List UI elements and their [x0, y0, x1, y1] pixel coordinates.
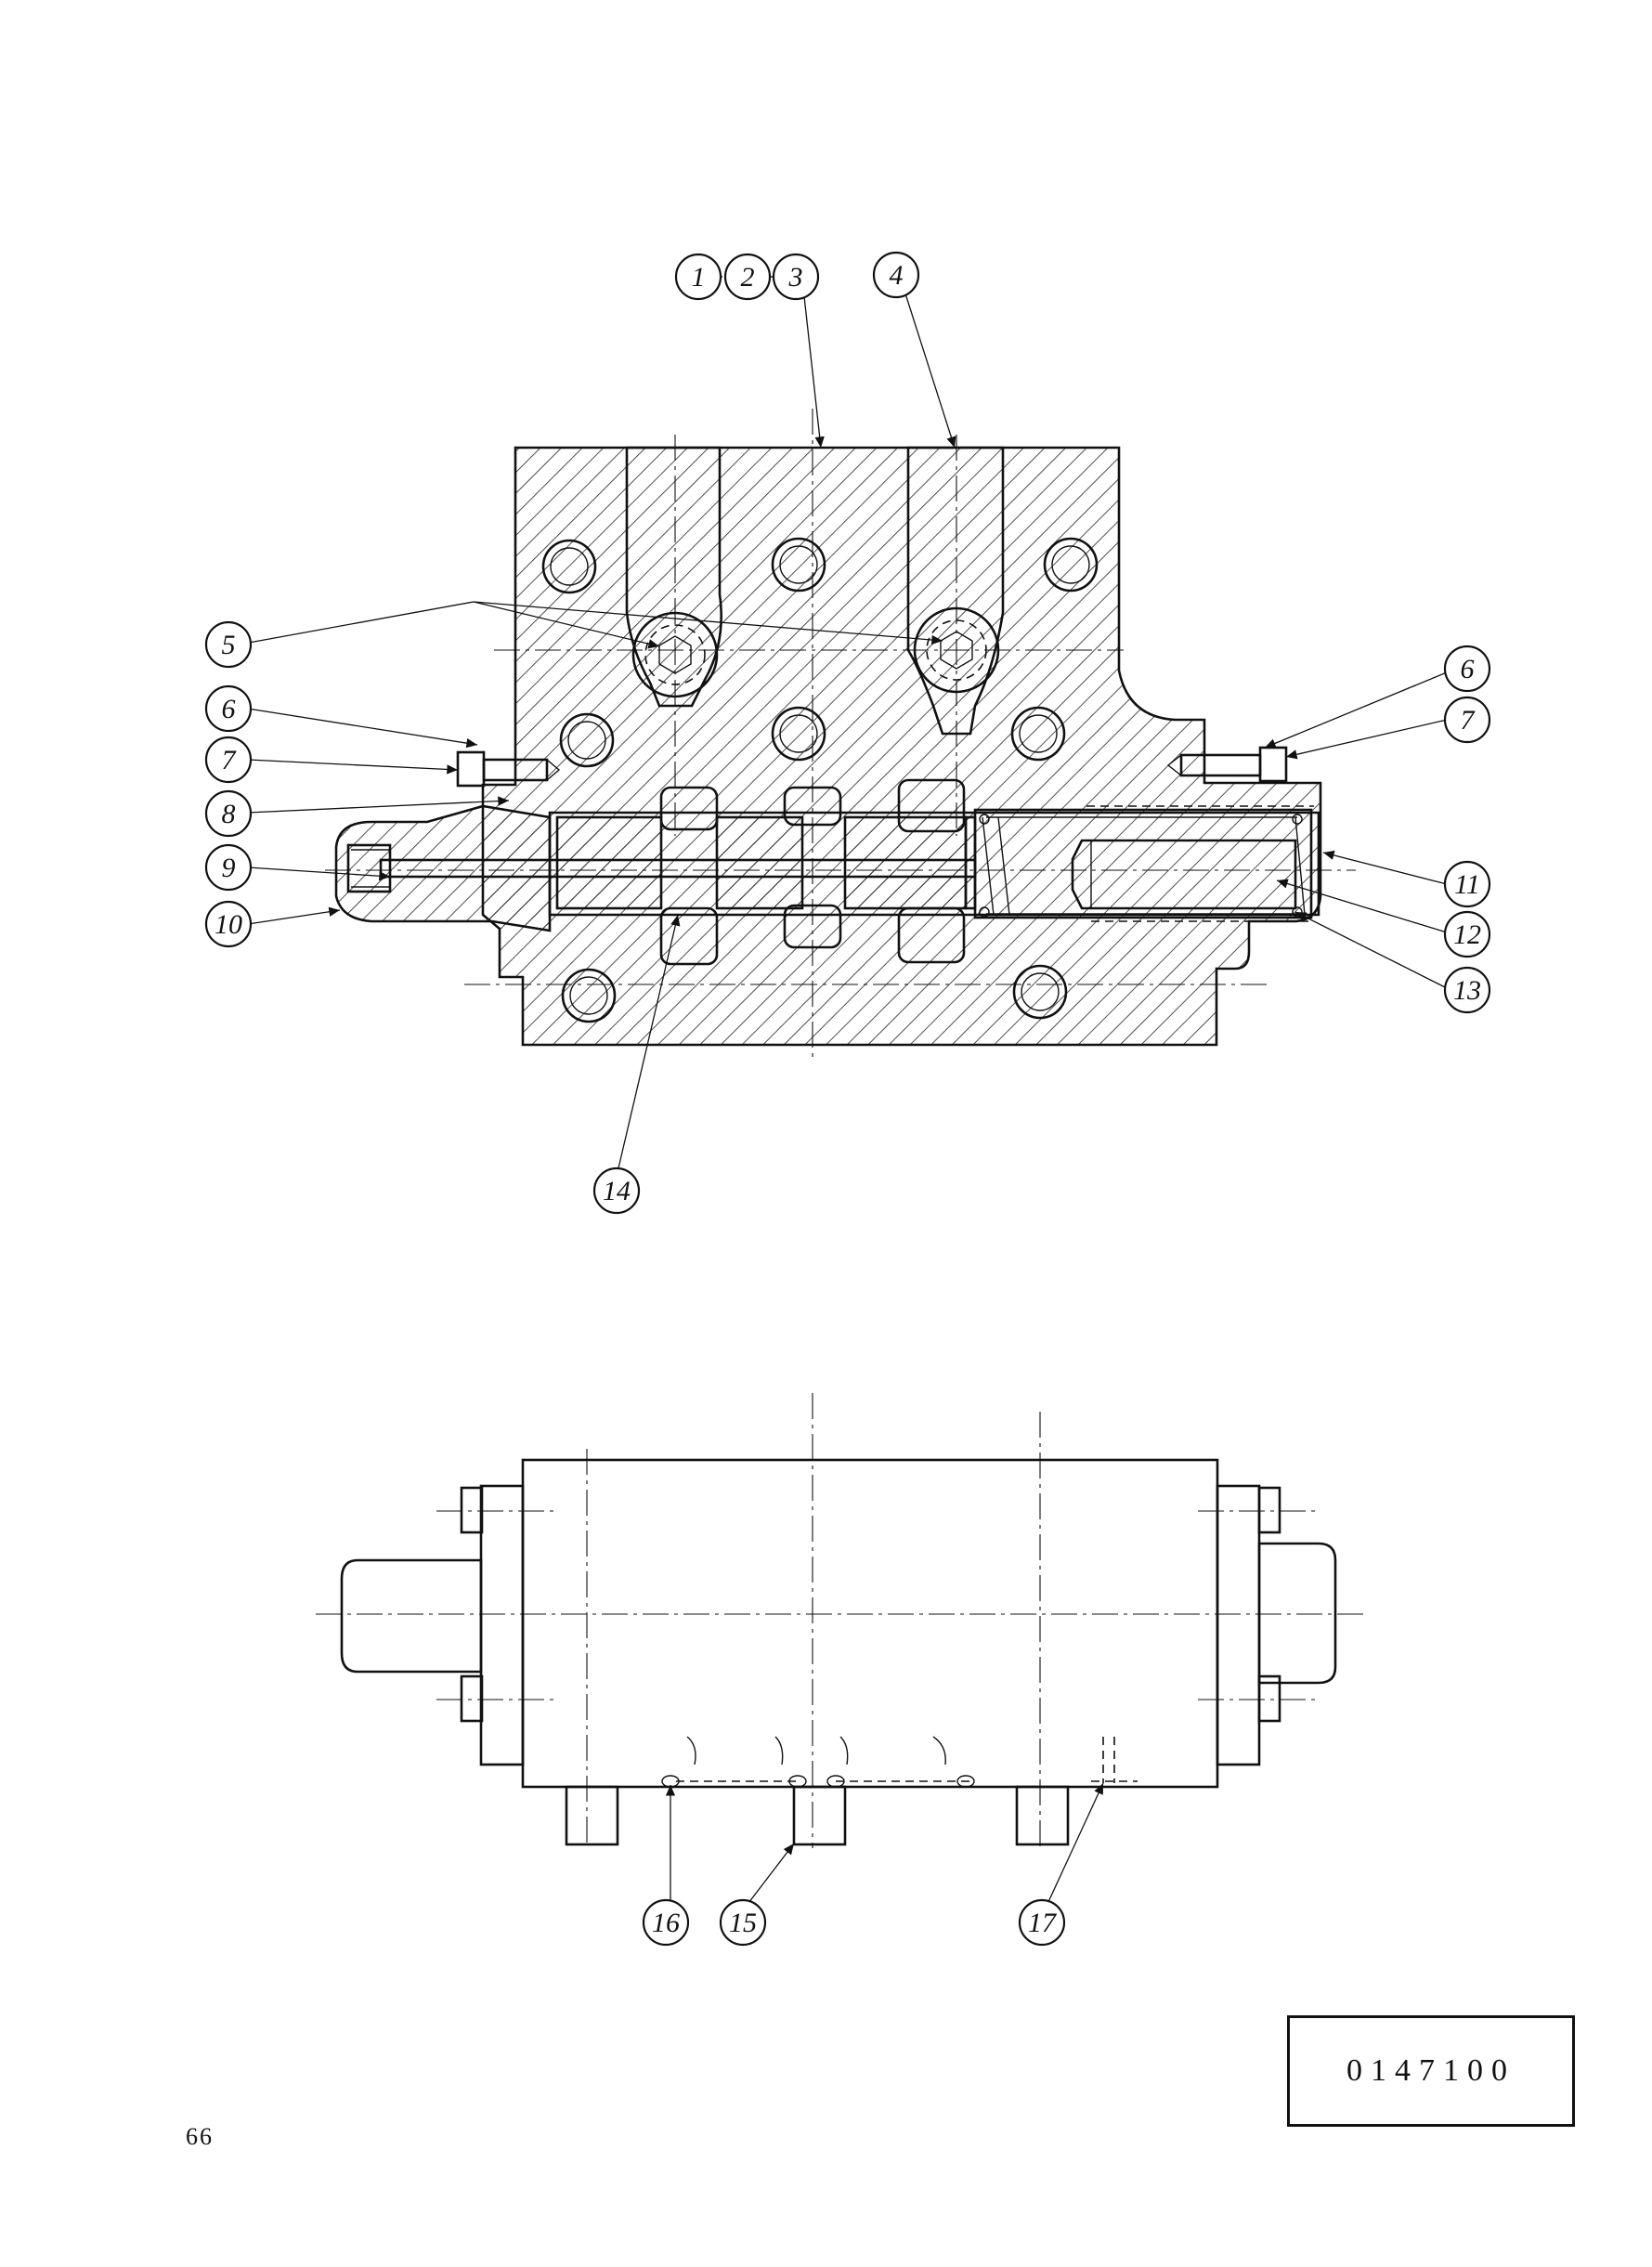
svg-text:5: 5	[222, 630, 236, 660]
spring-guide	[1071, 839, 1297, 910]
callout-14: 14	[592, 1166, 641, 1215]
callout-8: 8	[204, 789, 253, 838]
spool-land-3	[843, 815, 968, 910]
port-channel-p	[625, 446, 722, 708]
callout-13: 13	[1443, 966, 1491, 1014]
svg-text:3: 3	[788, 262, 803, 293]
callout-5: 5	[204, 620, 253, 669]
callout-11: 11	[1443, 860, 1491, 908]
callout-16: 16	[642, 1898, 690, 1947]
external-left-boss	[340, 1558, 483, 1674]
groove-2	[659, 906, 719, 966]
spool-land-2	[715, 815, 804, 910]
callout-3: 3	[772, 253, 820, 301]
bolt-holes	[541, 537, 1099, 1023]
svg-text:4: 4	[890, 260, 904, 291]
spool-land-1	[555, 815, 663, 910]
groove-1	[659, 786, 719, 831]
svg-text:12: 12	[1453, 919, 1481, 950]
spool-bore	[548, 811, 1320, 917]
valve-body	[481, 446, 1322, 1047]
svg-text:9: 9	[222, 853, 236, 883]
svg-text:8: 8	[222, 799, 236, 829]
svg-text:1: 1	[692, 262, 706, 293]
svg-text:16: 16	[652, 1908, 680, 1938]
callout-4: 4	[872, 251, 920, 299]
external-view	[316, 1393, 1365, 1848]
left-end-cap	[334, 804, 552, 932]
svg-text:10: 10	[215, 909, 242, 940]
spring-chamber	[973, 808, 1313, 919]
external-right-boss	[1257, 1542, 1337, 1685]
leader-lines	[247, 276, 1448, 1908]
callout-1: 1	[674, 253, 722, 301]
svg-text:14: 14	[603, 1176, 631, 1206]
callout-7-right: 7	[1443, 696, 1491, 744]
svg-text:2: 2	[741, 262, 755, 293]
spring	[979, 814, 1306, 918]
callout-15: 15	[719, 1898, 767, 1947]
svg-text:11: 11	[1454, 869, 1480, 900]
callouts: 1 2 3 4 5 6 7 8 9 10 6 7 11 12 13 14 16 …	[204, 251, 1491, 1947]
callout-12: 12	[1443, 910, 1491, 958]
callout-17: 17	[1018, 1898, 1066, 1947]
groove-5	[897, 778, 966, 833]
callout-9: 9	[204, 843, 253, 892]
reference-number-box: 0147100	[1287, 2015, 1575, 2127]
svg-text:13: 13	[1453, 975, 1481, 1006]
reference-number: 0147100	[1346, 2053, 1515, 2088]
spool-land-4	[964, 815, 977, 910]
cap-bolts	[456, 746, 1288, 788]
callout-6-left: 6	[204, 684, 253, 733]
svg-text:15: 15	[729, 1908, 757, 1938]
svg-text:17: 17	[1028, 1908, 1058, 1938]
callout-2: 2	[723, 253, 772, 301]
callout-7-left: 7	[204, 736, 253, 784]
left-plug	[346, 843, 392, 893]
external-body	[521, 1458, 1219, 1789]
callout-10: 10	[204, 900, 253, 948]
svg-text:7: 7	[1461, 705, 1476, 736]
port-channel-a	[906, 446, 1005, 736]
svg-text:6: 6	[1461, 654, 1475, 684]
svg-text:6: 6	[222, 694, 236, 724]
page-number: 66	[186, 2123, 214, 2150]
section-view	[325, 409, 1356, 1059]
svg-text:7: 7	[222, 745, 238, 775]
callout-6-right: 6	[1443, 645, 1491, 693]
groove-6	[897, 906, 966, 964]
